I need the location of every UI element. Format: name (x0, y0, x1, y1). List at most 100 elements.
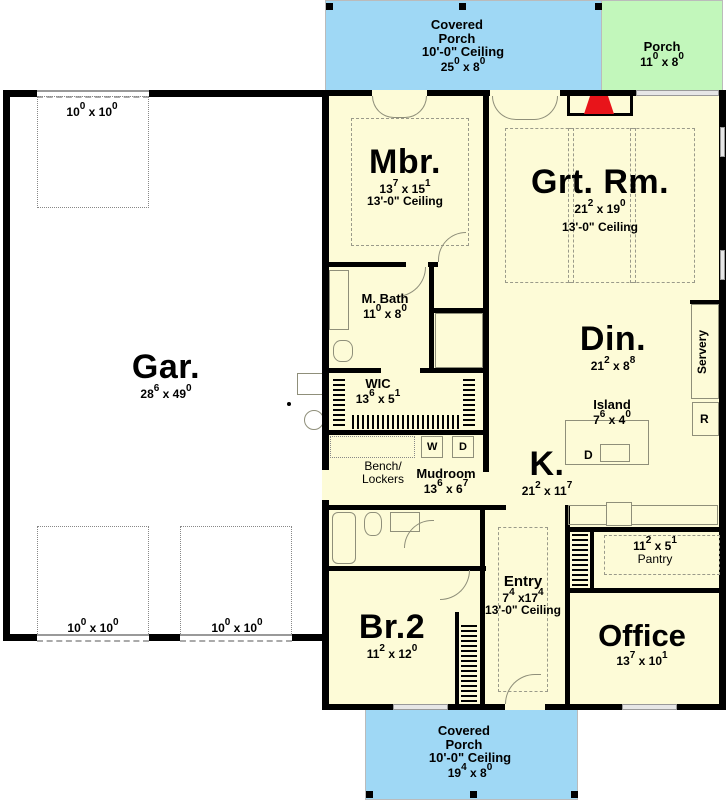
window (720, 127, 725, 157)
room-dimensions: 286 x 490 (140, 382, 192, 401)
room-name: Gar. (131, 348, 201, 386)
room-dimensions: 250 x 80 (440, 55, 486, 74)
grt-rm-label: Grt. Rm. 212 x 190 13'-0" Ceiling (530, 163, 670, 235)
wic-label: WIC 136 x 51 (356, 377, 401, 405)
pantry-shelf (604, 535, 720, 575)
covered-porch-rear (325, 0, 602, 91)
room-dimensions: 110 x 80 (640, 50, 684, 69)
pantry-label: 112 x 51 Pantry (633, 535, 677, 566)
refrigerator-label: R (700, 412, 709, 426)
entry-label: Entry 74 x174 13'-0" Ceiling (485, 574, 561, 617)
wall (326, 368, 381, 373)
covered-porch-front-label: Covered Porch 10'-0" Ceiling 194 x 80 (429, 724, 511, 780)
wall (420, 368, 486, 373)
wall (565, 527, 725, 532)
house-floor (326, 92, 722, 708)
garage-wall-top (3, 90, 328, 97)
wall (326, 262, 406, 267)
window (720, 250, 725, 280)
wall (483, 92, 489, 472)
kitchen-counter (568, 505, 718, 525)
closet-shelving (461, 622, 477, 702)
ceiling-height: 13'-0" Ceiling (367, 194, 443, 209)
wic-shelving (352, 415, 462, 429)
garage-door-top[interactable] (37, 90, 149, 98)
wall (322, 90, 329, 710)
servery-counter (691, 304, 719, 399)
floor-drain-icon (287, 402, 291, 406)
wall (565, 588, 725, 593)
mbr-label: Mbr. 137 x 151 13'-0" Ceiling (367, 143, 443, 209)
shower (435, 313, 483, 368)
vanity (329, 270, 349, 330)
room-name: Mbr. (369, 143, 441, 181)
din-label: Din. 212 x 88 (579, 320, 647, 373)
window (622, 704, 677, 710)
garage-wall-left (3, 90, 10, 640)
room-dimensions: 137 x 101 (616, 649, 668, 668)
room-dimensions: 212 x 190 (574, 197, 626, 216)
post (459, 3, 466, 10)
dryer (452, 436, 474, 458)
washer-label: W (427, 441, 438, 453)
m-bath-label: M. Bath 110 x 80 (362, 292, 409, 320)
garage-door-bottom-right[interactable] (180, 634, 292, 642)
wall (326, 430, 486, 435)
ceiling-height: 10'-0" Ceiling (421, 44, 505, 60)
room-dimensions: 112 x 51 (633, 535, 677, 553)
washer (421, 436, 443, 458)
porch-label: Porch 110 x 80 (640, 40, 684, 68)
range-icon (606, 502, 632, 526)
island-label: Island 76 x 40 (593, 398, 631, 426)
bench-lockers-label: Bench/ Lockers (361, 459, 405, 486)
room-name: Din. (579, 320, 647, 358)
toilet-icon (333, 340, 353, 362)
window (636, 90, 719, 96)
window (393, 704, 448, 710)
room-name: Grt. Rm. (530, 163, 670, 201)
coat-closet-shelving (572, 534, 588, 586)
room-name: Br.2 (358, 608, 426, 646)
room-name: Mudroom (416, 466, 476, 481)
wall (326, 505, 506, 510)
room-dimensions: 136 x 67 (423, 477, 469, 496)
dryer-label: D (459, 441, 467, 453)
garage-door-size: 100 x 100 (211, 617, 263, 635)
room-name: Pantry (637, 551, 673, 566)
wall (690, 300, 722, 304)
room-dimensions: 110 x 80 (363, 302, 407, 321)
door-opening[interactable] (490, 90, 560, 96)
room-dimensions: 212 x 88 (590, 354, 636, 373)
garage-door-bottom-left[interactable] (37, 634, 149, 642)
wall (429, 262, 434, 372)
porch (601, 0, 723, 91)
garage-door-size: 100 x 100 (67, 617, 119, 635)
room-dimensions: 76 x 40 (593, 408, 631, 427)
refrigerator (692, 402, 719, 436)
room-dimensions: 194 x 80 (447, 761, 493, 780)
island-counter (565, 420, 649, 465)
ceiling-height: 13'-0" Ceiling (562, 220, 638, 235)
door-opening[interactable] (372, 90, 427, 96)
room-name: Office (598, 618, 686, 653)
wall (565, 505, 570, 705)
post (571, 791, 578, 798)
room-name: Island (593, 397, 631, 412)
room-name: M. Bath (361, 291, 409, 306)
wall (590, 530, 594, 590)
room-name: Entry (503, 573, 543, 590)
wall (455, 612, 459, 704)
fireplace-hearth (567, 92, 633, 116)
front-door-opening[interactable] (505, 704, 545, 710)
garage-entry-door[interactable] (322, 470, 329, 500)
ceiling-beam (630, 128, 636, 283)
mudroom-label: Mudroom 136 x 67 (416, 467, 475, 495)
water-heater-icon (297, 373, 325, 395)
room-dimensions: 212 x 117 (521, 479, 573, 498)
sink-icon (304, 410, 324, 430)
garage-door-outline (37, 96, 149, 208)
room-dimensions: 112 x 120 (366, 642, 418, 661)
ceiling-height: 10'-0" Ceiling (428, 750, 512, 766)
post (366, 791, 373, 798)
wic-shelving (463, 376, 475, 426)
